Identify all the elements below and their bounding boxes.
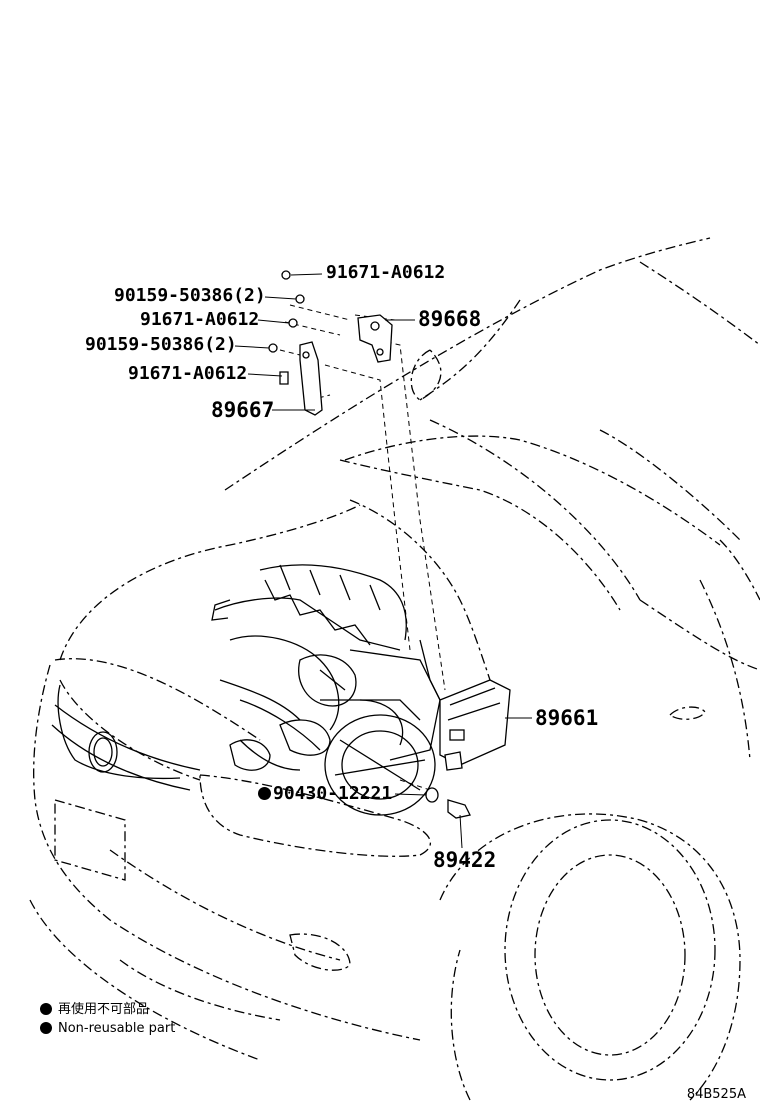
callout-90430-12221-text: 90430-12221 — [273, 783, 393, 804]
legend-text-en: Non-reusable part — [58, 1021, 176, 1036]
sensor-89422 — [447, 799, 471, 819]
callout-89668: 89668 — [418, 307, 482, 331]
legend-text-jp: 再使用不可部品 — [58, 1002, 150, 1017]
bolts — [268, 270, 439, 803]
bracket-89667 — [299, 341, 323, 416]
bullet-icon — [40, 1003, 52, 1015]
callout-91671-a0612-low: 91671-A0612 — [128, 363, 248, 384]
legend-japanese: 再使用不可部品 — [40, 1003, 149, 1016]
callout-89661: 89661 — [535, 706, 599, 730]
callout-89667: 89667 — [211, 398, 275, 422]
engine-block — [211, 564, 441, 816]
callout-89422: 89422 — [433, 848, 497, 872]
non-reusable-marker-icon — [258, 787, 271, 800]
callout-91671-a0612-mid: 91671-A0612 — [140, 309, 260, 330]
leader-lines — [234, 273, 532, 849]
callout-90430-12221: 90430-12221 — [258, 785, 392, 803]
callout-90159-50386-upper: 90159-50386(2) — [114, 285, 266, 306]
bracket-89668 — [357, 314, 393, 363]
diagram-id: 84B525A — [686, 1087, 746, 1102]
car-outline — [29, 237, 760, 1101]
ecu-89661 — [439, 679, 511, 771]
legend-english: Non-reusable part — [40, 1022, 175, 1035]
callout-91671-a0612-top: 91671-A0612 — [326, 262, 446, 283]
callout-90159-50386-lower: 90159-50386(2) — [85, 334, 237, 355]
bullet-icon — [40, 1022, 52, 1034]
